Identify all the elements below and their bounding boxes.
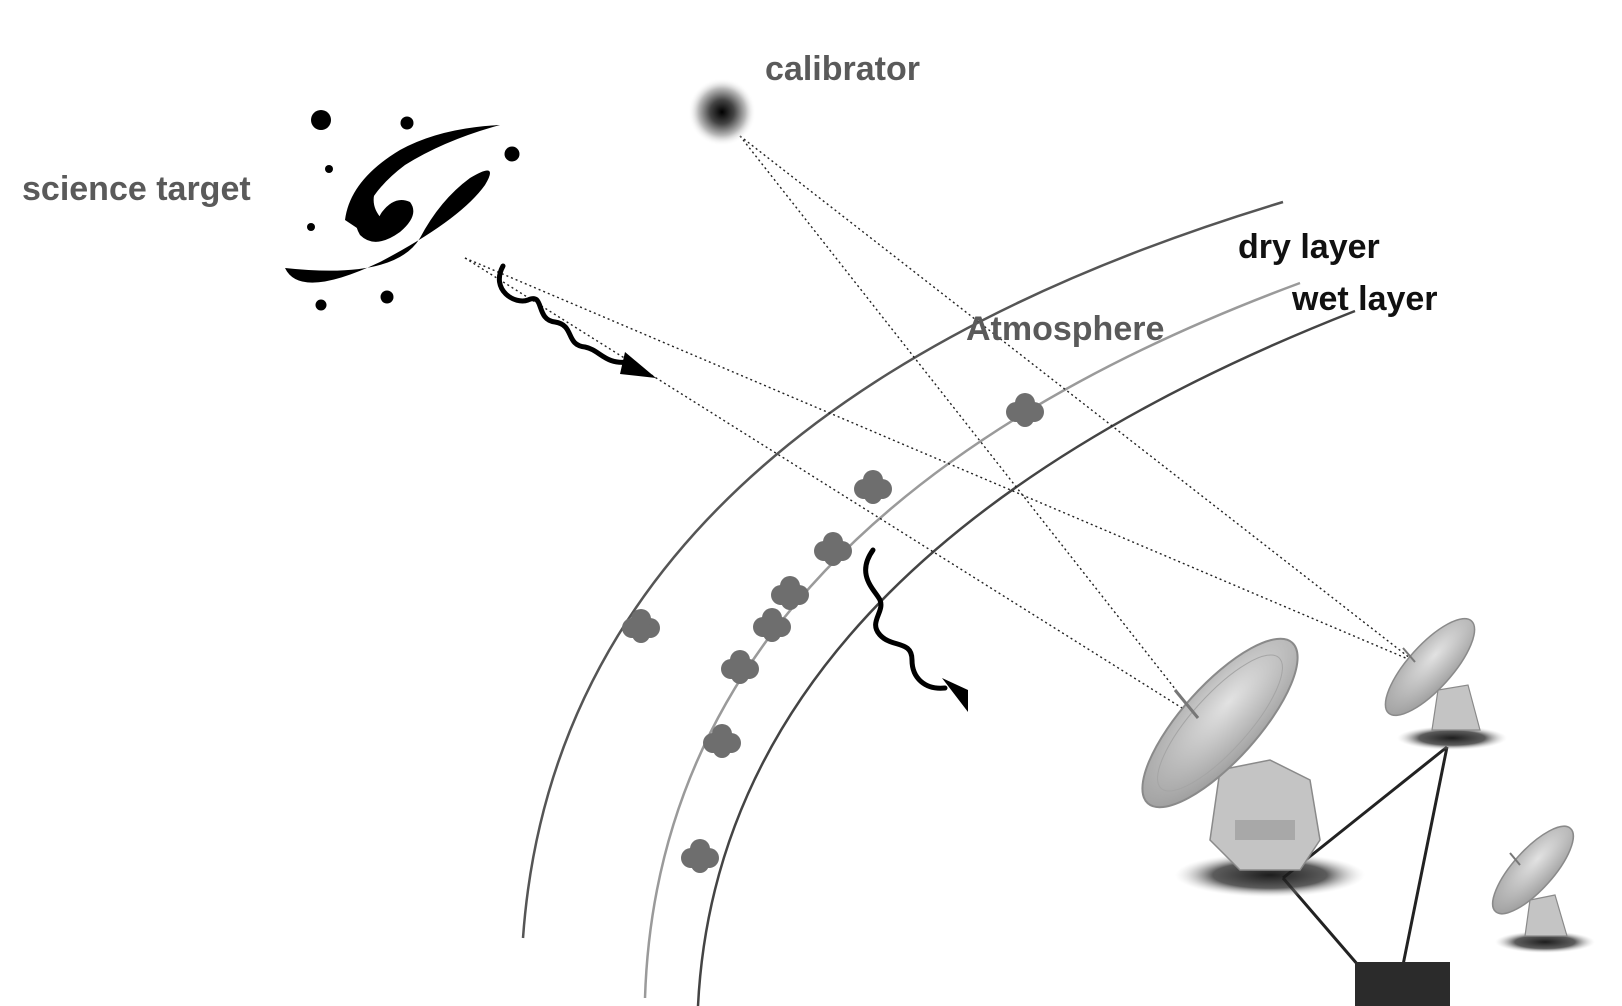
cloud-icon <box>721 650 759 684</box>
wet-layer-arc <box>696 309 1356 1006</box>
calibrator-label: calibrator <box>765 50 920 88</box>
cloud-icon <box>622 609 660 643</box>
calibrator-ray-to-dish-1 <box>739 135 1199 719</box>
radio-dish-icon <box>1384 617 1507 750</box>
correlator-box-icon <box>1355 962 1450 1006</box>
cloud-icon <box>1006 393 1044 427</box>
galaxy-icon <box>285 110 520 311</box>
dry-layer-arc <box>643 281 1301 999</box>
cloud-icon <box>854 470 892 504</box>
cloud-icon <box>753 608 791 642</box>
clouds <box>622 393 1044 873</box>
wave-arrow-icon <box>496 263 656 378</box>
science-target-label: science target <box>22 170 251 208</box>
radio-dish-icon <box>1141 637 1365 897</box>
signal-paths <box>464 135 1416 719</box>
calibrator-source-icon <box>688 78 756 146</box>
target-ray-to-dish-2 <box>464 257 1416 663</box>
calibrator-ray-to-dish-2 <box>739 135 1416 663</box>
cloud-icon <box>703 724 741 758</box>
outer-atmosphere-arc <box>521 200 1284 939</box>
cloud-icon <box>681 839 719 873</box>
wave-arrow-icon <box>863 547 968 712</box>
target-ray-to-dish-1 <box>464 257 1199 719</box>
cloud-icon <box>771 576 809 610</box>
cloud-icon <box>814 532 852 566</box>
wet-layer-label: wet layer <box>1291 280 1438 318</box>
atmosphere-label: Atmosphere <box>966 310 1164 348</box>
dry-layer-label: dry layer <box>1238 228 1380 266</box>
radio-dish-icon <box>1491 825 1595 953</box>
